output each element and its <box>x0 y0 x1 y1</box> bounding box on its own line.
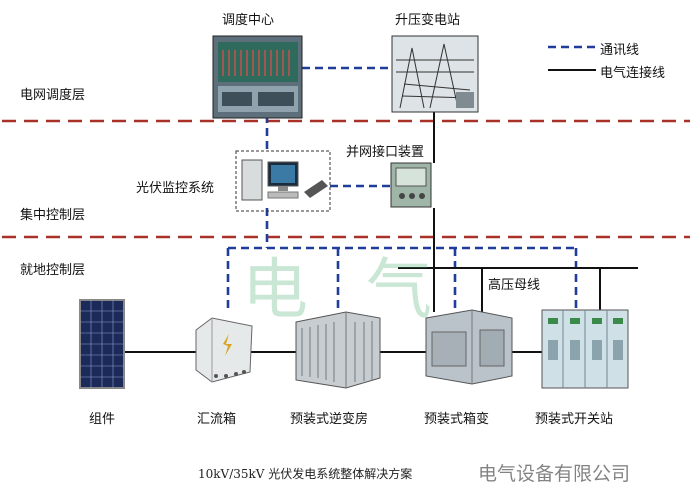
label-grid-interface: 并网接口装置 <box>346 145 425 160</box>
label-hv-bus: 高压母线 <box>488 278 541 293</box>
label-switch-station: 预装式开关站 <box>535 412 614 427</box>
legend-comm-label: 通讯线 <box>600 43 640 58</box>
comm-lines <box>226 45 596 312</box>
dispatch-center-image <box>212 35 303 119</box>
grid-interface-device-image <box>390 162 432 208</box>
label-module: 组件 <box>89 412 116 427</box>
solar-module-image <box>79 299 125 389</box>
label-dispatch-center: 调度中心 <box>222 13 275 28</box>
diagram-caption: 10kV/35kV 光伏发电系统整体解决方案 <box>198 467 413 481</box>
combiner-box-image <box>195 317 253 383</box>
label-combiner: 汇流箱 <box>197 412 237 427</box>
substation-image <box>391 35 479 113</box>
label-monitor-system: 光伏监控系统 <box>136 181 215 196</box>
legend-elec-label: 电气连接线 <box>600 66 666 81</box>
switch-station-image <box>541 309 629 389</box>
layer-label-grid: 电网调度层 <box>20 88 86 103</box>
layer-dividers <box>2 119 690 239</box>
inverter-house-image <box>295 311 381 389</box>
monitor-system-image <box>235 150 331 212</box>
label-inverter-house: 预装式逆变房 <box>290 412 369 427</box>
watermark-company: 电气设备有限公司 <box>478 463 631 485</box>
layer-label-local: 就地控制层 <box>20 263 86 278</box>
label-box-transformer: 预装式箱变 <box>424 412 490 427</box>
box-transformer-image <box>425 309 513 385</box>
layer-label-central: 集中控制层 <box>20 208 86 223</box>
watermark-chars: 电气 <box>242 251 490 328</box>
elec-lines <box>124 69 638 353</box>
label-substation: 升压变电站 <box>395 13 461 28</box>
